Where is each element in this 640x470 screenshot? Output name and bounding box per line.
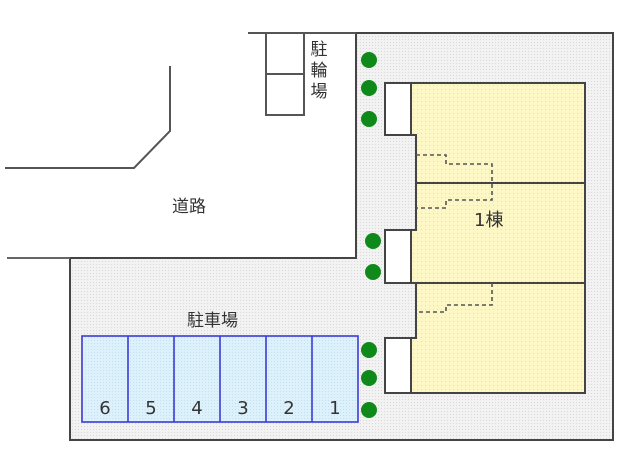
tree-icon — [361, 402, 377, 418]
car-parking — [81, 335, 359, 423]
bicycle-parking-char: 場 — [310, 82, 328, 102]
trees — [361, 52, 381, 418]
porch-2 — [384, 229, 412, 284]
tree-icon — [361, 80, 377, 96]
car-parking-label: 駐車場 — [187, 311, 238, 331]
building-1 — [384, 82, 586, 394]
tree-icon — [361, 342, 377, 358]
stair-outline-1 — [416, 154, 493, 209]
parking-stall-5: 5 — [145, 398, 157, 419]
parking-stall-4: 4 — [191, 398, 203, 419]
building-label: 1棟 — [474, 210, 504, 231]
parking-stall-2: 2 — [283, 398, 295, 419]
parking-stall-3: 3 — [237, 398, 249, 419]
road-edge-line — [5, 66, 171, 169]
bicycle-parking — [265, 32, 305, 116]
porch-1 — [384, 82, 412, 136]
tree-icon — [361, 52, 377, 68]
tree-icon — [361, 370, 377, 386]
stair-outline-2 — [416, 283, 493, 313]
tree-icon — [365, 264, 381, 280]
road-label: 道路 — [172, 197, 206, 217]
bicycle-parking-char: 駐 — [310, 40, 328, 60]
parking-stall-1: 1 — [329, 398, 341, 419]
porch-3 — [384, 337, 412, 394]
tree-icon — [361, 111, 377, 127]
bicycle-parking-label: 駐 輪 場 — [309, 40, 329, 103]
bicycle-parking-char: 輪 — [310, 61, 328, 81]
tree-icon — [365, 233, 381, 249]
parking-stall-6: 6 — [99, 398, 111, 419]
